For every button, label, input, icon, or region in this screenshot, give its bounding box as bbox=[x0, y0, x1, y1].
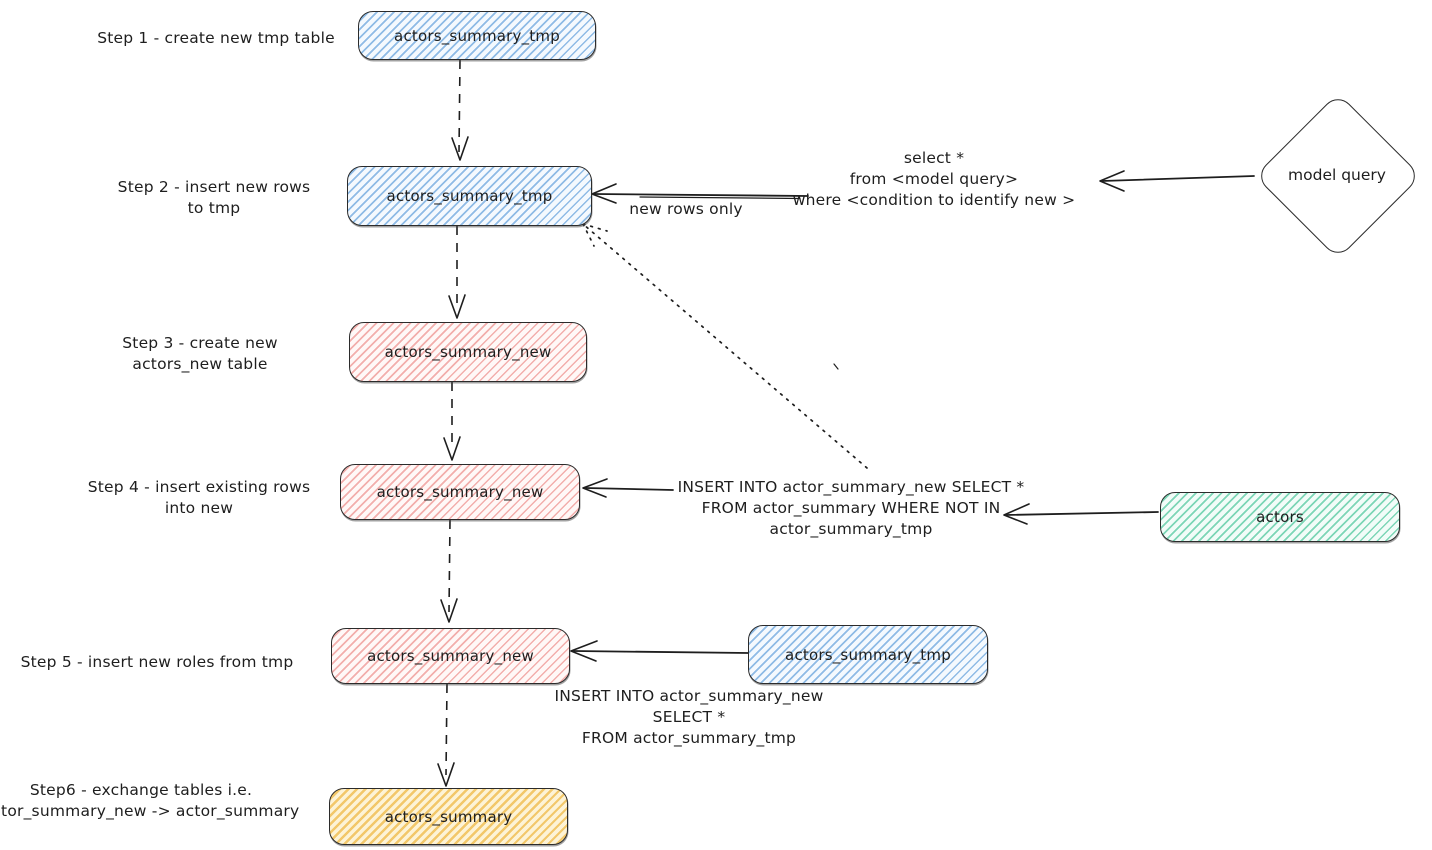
dotted-arrowhead-insert-to-tmp-a bbox=[582, 223, 608, 232]
node-step5-label: actors_summary_new bbox=[367, 647, 534, 665]
arrow-actors-to-insert bbox=[1005, 511, 1159, 516]
node-step3-label: actors_summary_new bbox=[384, 343, 552, 361]
flow-arrowhead-step3-step4 bbox=[443, 436, 461, 461]
arrow-insert-to-step4 bbox=[585, 487, 674, 491]
node-model-query[interactable]: model query bbox=[1254, 92, 1422, 260]
node-step4-actors-summary-new[interactable]: actors_summary_new bbox=[340, 464, 580, 520]
node-actors-label: actors bbox=[1256, 508, 1304, 526]
node-step6-label: actors_summary bbox=[384, 807, 513, 826]
node-step4-label: actors_summary_new bbox=[376, 483, 544, 501]
node-step6-actors-summary[interactable]: actors_summary bbox=[329, 788, 568, 845]
step1-label: Step 1 - create new tmp table bbox=[97, 29, 335, 47]
node-actors[interactable]: actors bbox=[1160, 492, 1400, 542]
flow-arrowhead-step4-step5 bbox=[440, 598, 458, 623]
step6-label: Step6 - exchange tables i.e. actor_summa… bbox=[0, 781, 300, 820]
step5-label: Step 5 - insert new roles from tmp bbox=[20, 653, 294, 671]
flow-arrowhead-step2-step3 bbox=[448, 294, 466, 319]
dotted-arrowhead-insert-to-tmp-b bbox=[582, 223, 595, 247]
arrowhead-select-to-step2 bbox=[591, 183, 617, 204]
node-side-tmp-label: actors_summary_tmp bbox=[785, 645, 951, 664]
arrowhead-tmpsource-to-step5 bbox=[570, 640, 598, 662]
select-query-annotation: select * from <model query> where <condi… bbox=[792, 149, 1076, 209]
insert-new-annotation: INSERT INTO actor_summary_new SELECT * F… bbox=[554, 687, 824, 747]
step4-label: Step 4 - insert existing rows into new bbox=[87, 478, 311, 517]
step3-label: Step 3 - create new actors_new table bbox=[122, 334, 278, 373]
step2-label: Step 2 - insert new rows to tmp bbox=[117, 178, 311, 217]
node-step5-actors-summary-new[interactable]: actors_summary_new bbox=[331, 628, 570, 684]
node-side-actors-summary-tmp[interactable]: actors_summary_tmp bbox=[748, 625, 988, 684]
arrow-modelquery-to-select bbox=[1101, 175, 1255, 182]
arrow-select-to-step2 bbox=[593, 193, 809, 197]
node-step2-label: actors_summary_tmp bbox=[386, 187, 553, 205]
node-step1-label: actors_summary_tmp bbox=[394, 26, 560, 45]
flow-arrow-step1-step2 bbox=[458, 59, 461, 153]
flow-arrow-step4-step5 bbox=[448, 519, 451, 613]
node-step1-actors-summary-tmp[interactable]: actors_summary_tmp bbox=[358, 11, 596, 60]
flow-arrowhead-step5-step6 bbox=[437, 762, 455, 787]
flow-arrowhead-step1-step2 bbox=[451, 136, 469, 161]
flow-arrow-step5-step6 bbox=[445, 683, 448, 776]
arrow-tmpsource-to-step5 bbox=[573, 650, 749, 654]
new-rows-only-label: new rows only bbox=[629, 200, 743, 218]
dotted-arrow-insert-to-tmp bbox=[582, 223, 868, 469]
stray-mark bbox=[833, 363, 839, 370]
arrowhead-insert-to-step4 bbox=[582, 478, 608, 498]
node-step3-actors-summary-new[interactable]: actors_summary_new bbox=[349, 322, 587, 382]
model-query-label: model query bbox=[1288, 166, 1386, 184]
node-step2-actors-summary-tmp[interactable]: actors_summary_tmp bbox=[347, 166, 592, 226]
insert-existing-annotation: INSERT INTO actor_summary_new SELECT * F… bbox=[677, 478, 1025, 538]
arrowhead-modelquery-to-select bbox=[1099, 170, 1125, 192]
